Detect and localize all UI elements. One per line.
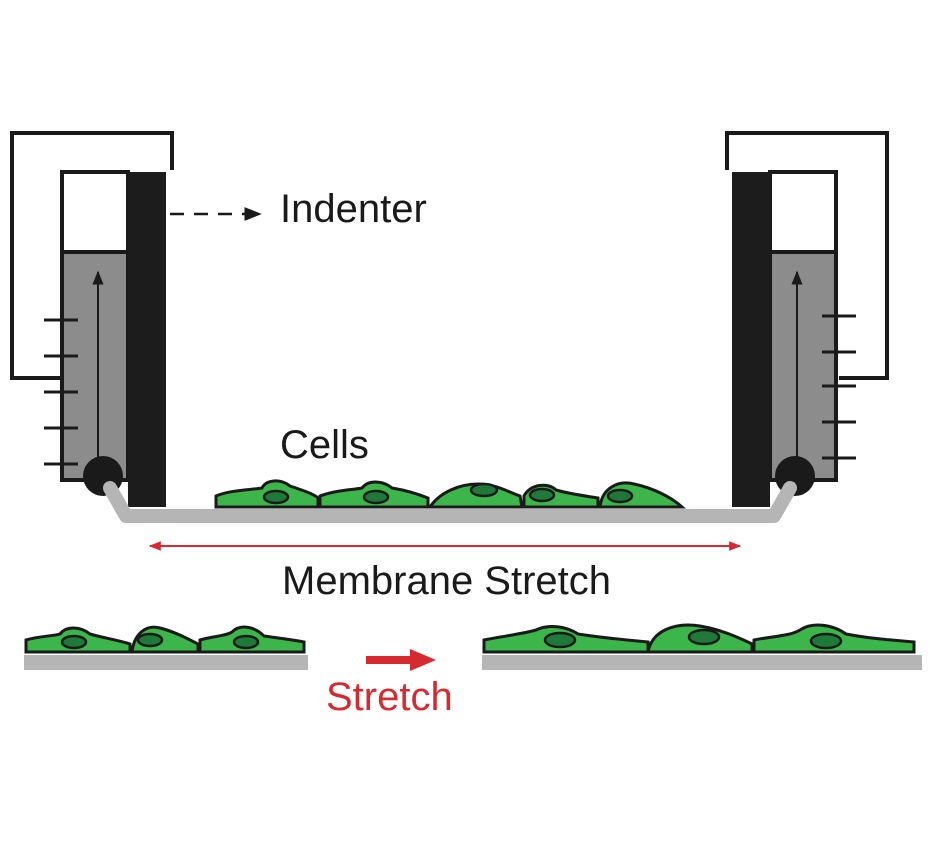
left-well	[10, 131, 174, 507]
indenter-label: Indenter	[280, 187, 427, 231]
right-frame	[725, 131, 889, 380]
cells-label: Cells	[280, 423, 369, 467]
right-fluid-column	[768, 250, 838, 482]
membrane-strip-after	[482, 655, 922, 670]
before-stretch-strip	[24, 625, 308, 670]
nucleus	[687, 628, 721, 646]
nucleus	[528, 487, 556, 503]
nucleus	[606, 488, 634, 504]
stretch-label: Stretch	[326, 675, 453, 719]
right-scale-ticks	[822, 314, 856, 460]
nucleus	[469, 482, 499, 498]
left-scale-ticks	[44, 318, 78, 466]
stretch-arrow-icon	[366, 649, 436, 671]
nucleus	[809, 632, 843, 650]
nucleus	[232, 634, 260, 650]
right-indenter	[732, 172, 770, 507]
nucleus	[60, 634, 88, 650]
nucleus	[136, 632, 164, 648]
right-well	[725, 131, 889, 507]
nucleus	[543, 631, 577, 649]
membrane-strip-before	[24, 655, 308, 670]
cells-on-membrane	[214, 479, 686, 509]
membrane	[103, 481, 797, 523]
right-chamber-top	[768, 170, 838, 254]
left-frame	[10, 131, 174, 380]
left-indenter	[128, 172, 166, 507]
membrane-stretch-label: Membrane Stretch	[282, 559, 611, 603]
nucleus	[362, 489, 390, 505]
left-chamber-top	[60, 170, 130, 254]
left-fluid-column	[60, 250, 130, 482]
after-stretch-strip	[482, 623, 922, 670]
nucleus	[262, 489, 290, 505]
